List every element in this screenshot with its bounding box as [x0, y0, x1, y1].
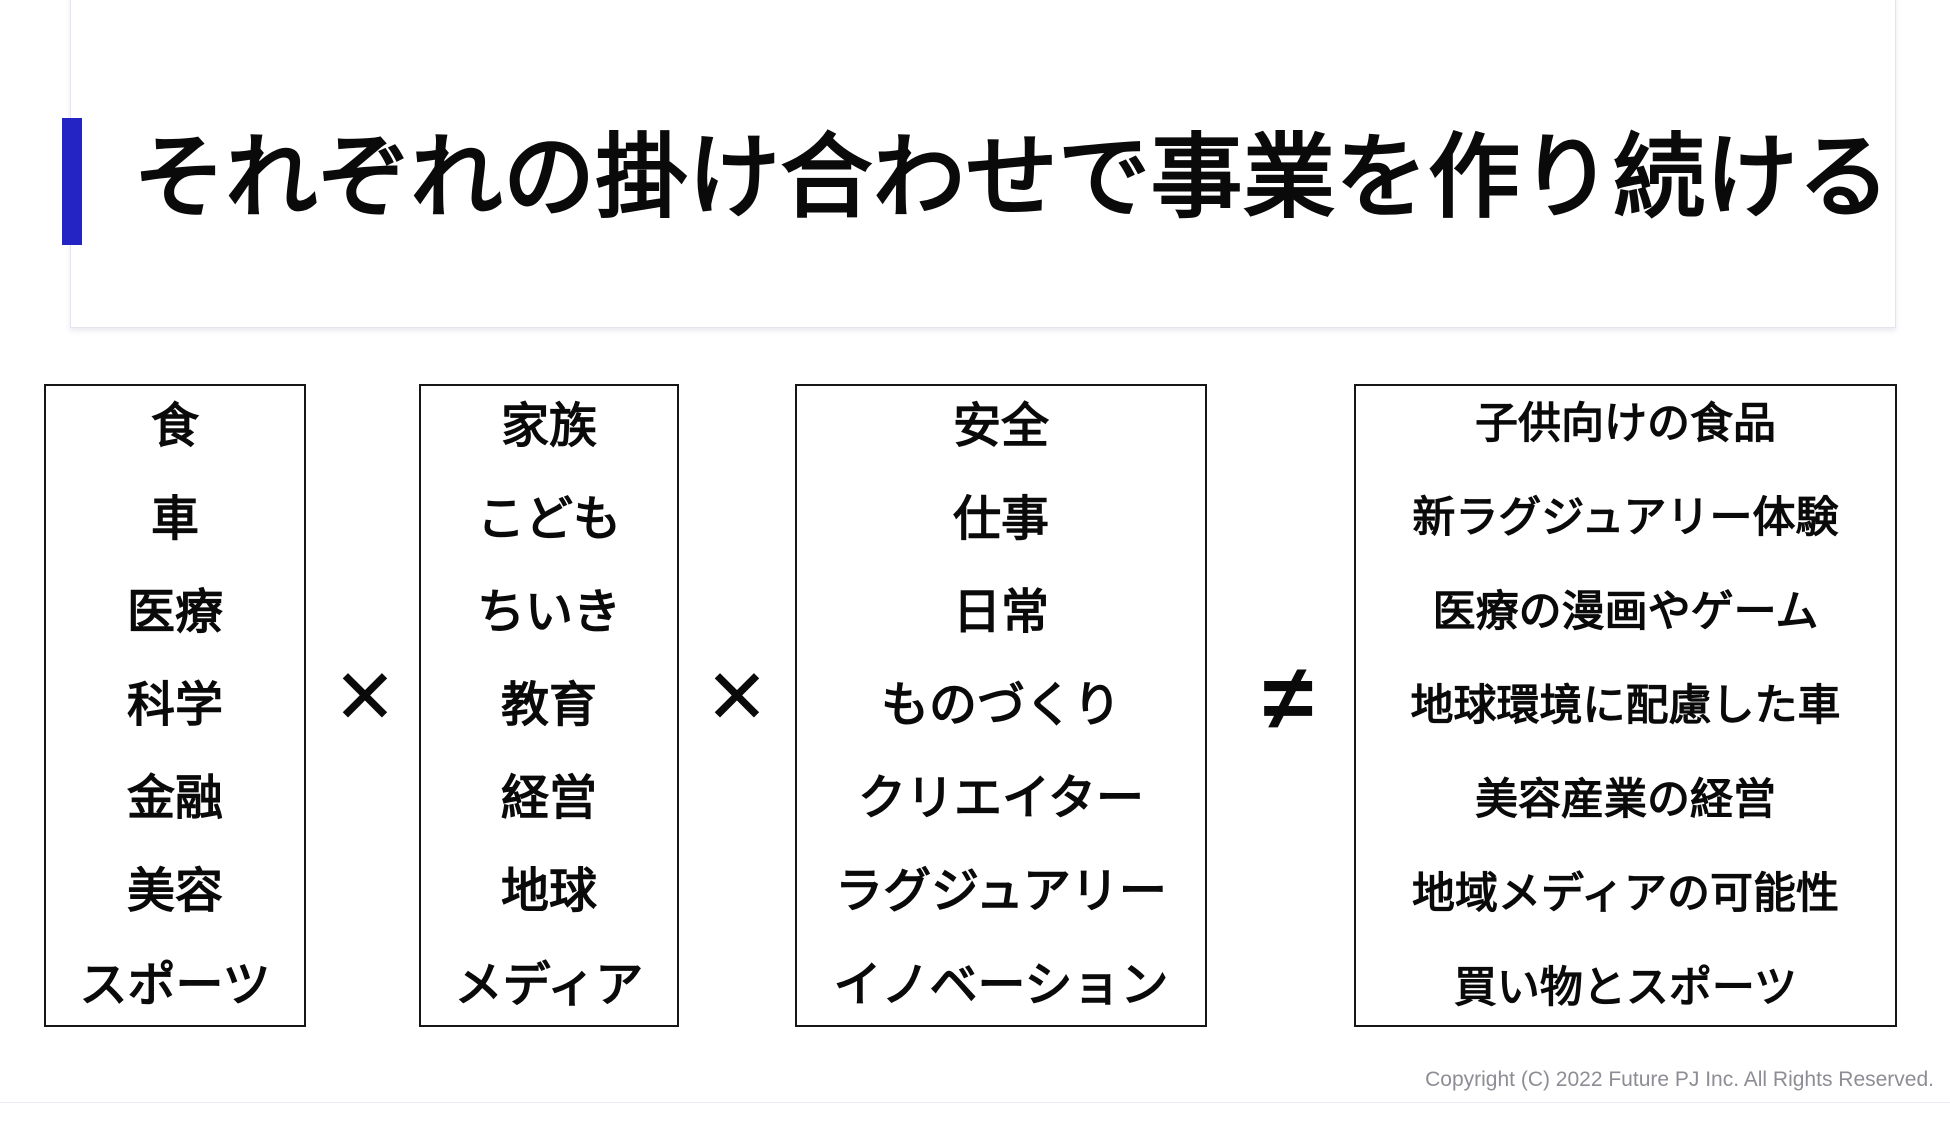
list-item: 美容: [126, 865, 223, 919]
list-item: 科学: [126, 679, 223, 733]
list-item: ラグジュアリー: [835, 865, 1167, 919]
title-accent-bar: [62, 118, 82, 245]
title-card: [70, 0, 1896, 328]
list-item: 地球環境に配慮した車: [1410, 681, 1841, 730]
multiply-icon: ✕: [705, 655, 769, 740]
column-box-themes: 家族 こども ちいき 教育 経営 地球 メディア: [419, 384, 679, 1027]
copyright-notice: Copyright (C) 2022 Future PJ Inc. All Ri…: [1425, 1068, 1934, 1091]
list-item: 地域メディアの可能性: [1412, 869, 1839, 918]
list-item: 金融: [126, 772, 223, 826]
list-item: 子供向けの食品: [1475, 400, 1776, 448]
list-item: クリエイター: [857, 772, 1145, 826]
footer-divider: [0, 1102, 1950, 1103]
list-item: 経営: [500, 772, 597, 826]
list-item: 教育: [500, 679, 597, 733]
list-item: 家族: [500, 400, 597, 453]
list-item: 食: [150, 400, 199, 453]
list-item: 美容産業の経営: [1475, 775, 1776, 824]
list-item: スポーツ: [79, 958, 271, 1012]
list-item: 仕事: [952, 493, 1049, 547]
list-item: 車: [150, 493, 199, 547]
list-item: 新ラグジュアリー体験: [1412, 493, 1839, 542]
list-item: ちいき: [476, 586, 621, 640]
list-item: 地球: [500, 865, 597, 919]
list-item: ものづくり: [880, 679, 1121, 733]
column-box-values: 安全 仕事 日常 ものづくり クリエイター ラグジュアリー イノベーション: [795, 384, 1207, 1027]
list-item: 医療の漫画やゲーム: [1432, 587, 1819, 636]
list-item: 安全: [952, 400, 1049, 453]
list-item: 日常: [952, 586, 1049, 640]
list-item: イノベーション: [833, 958, 1169, 1012]
list-item: 買い物とスポーツ: [1453, 963, 1798, 1012]
column-box-results: 子供向けの食品 新ラグジュアリー体験 医療の漫画やゲーム 地球環境に配慮した車 …: [1354, 384, 1897, 1027]
multiply-icon: ✕: [333, 655, 397, 740]
list-item: 医療: [126, 586, 223, 640]
list-item: こども: [476, 493, 621, 547]
page-title: それぞれの掛け合わせで事業を作り続ける: [133, 127, 1891, 229]
not-equal-icon: ≠: [1262, 647, 1314, 749]
column-box-domains: 食 車 医療 科学 金融 美容 スポーツ: [44, 384, 306, 1027]
list-item: メディア: [454, 958, 644, 1012]
